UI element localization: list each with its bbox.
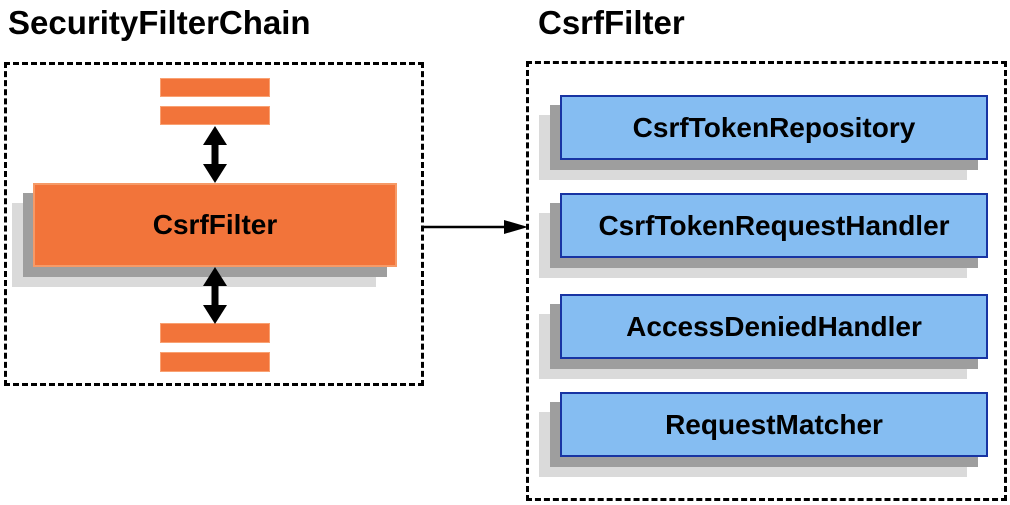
csrf-filter-box: CsrfFilter: [12, 183, 397, 287]
filter-bar-bottom-2: [160, 352, 270, 372]
security-filter-chain-title: SecurityFilterChain: [8, 4, 311, 41]
component-label-csrf-token-repository: CsrfTokenRepository: [560, 95, 988, 160]
component-box-csrf-token-request-handler: CsrfTokenRequestHandler: [539, 193, 988, 278]
connector-arrow-icon: [424, 220, 528, 234]
csrf-filter-box-label: CsrfFilter: [33, 183, 397, 267]
bidirectional-arrow-bottom-icon: [203, 267, 227, 324]
csrf-filter-title: CsrfFilter: [538, 4, 685, 41]
filter-bar-bottom-1: [160, 323, 270, 343]
filter-bar-top-2: [160, 106, 270, 125]
component-box-access-denied-handler: AccessDeniedHandler: [539, 294, 988, 379]
bidirectional-arrow-top-icon: [203, 126, 227, 183]
component-box-request-matcher: RequestMatcher: [539, 392, 988, 477]
component-label-csrf-token-request-handler: CsrfTokenRequestHandler: [560, 193, 988, 258]
csrf-filter-container: [526, 61, 1007, 501]
security-filter-chain-container: [4, 62, 424, 386]
component-label-access-denied-handler: AccessDeniedHandler: [560, 294, 988, 359]
component-box-csrf-token-repository: CsrfTokenRepository: [539, 95, 988, 180]
component-label-request-matcher: RequestMatcher: [560, 392, 988, 457]
filter-bar-top-1: [160, 78, 270, 97]
